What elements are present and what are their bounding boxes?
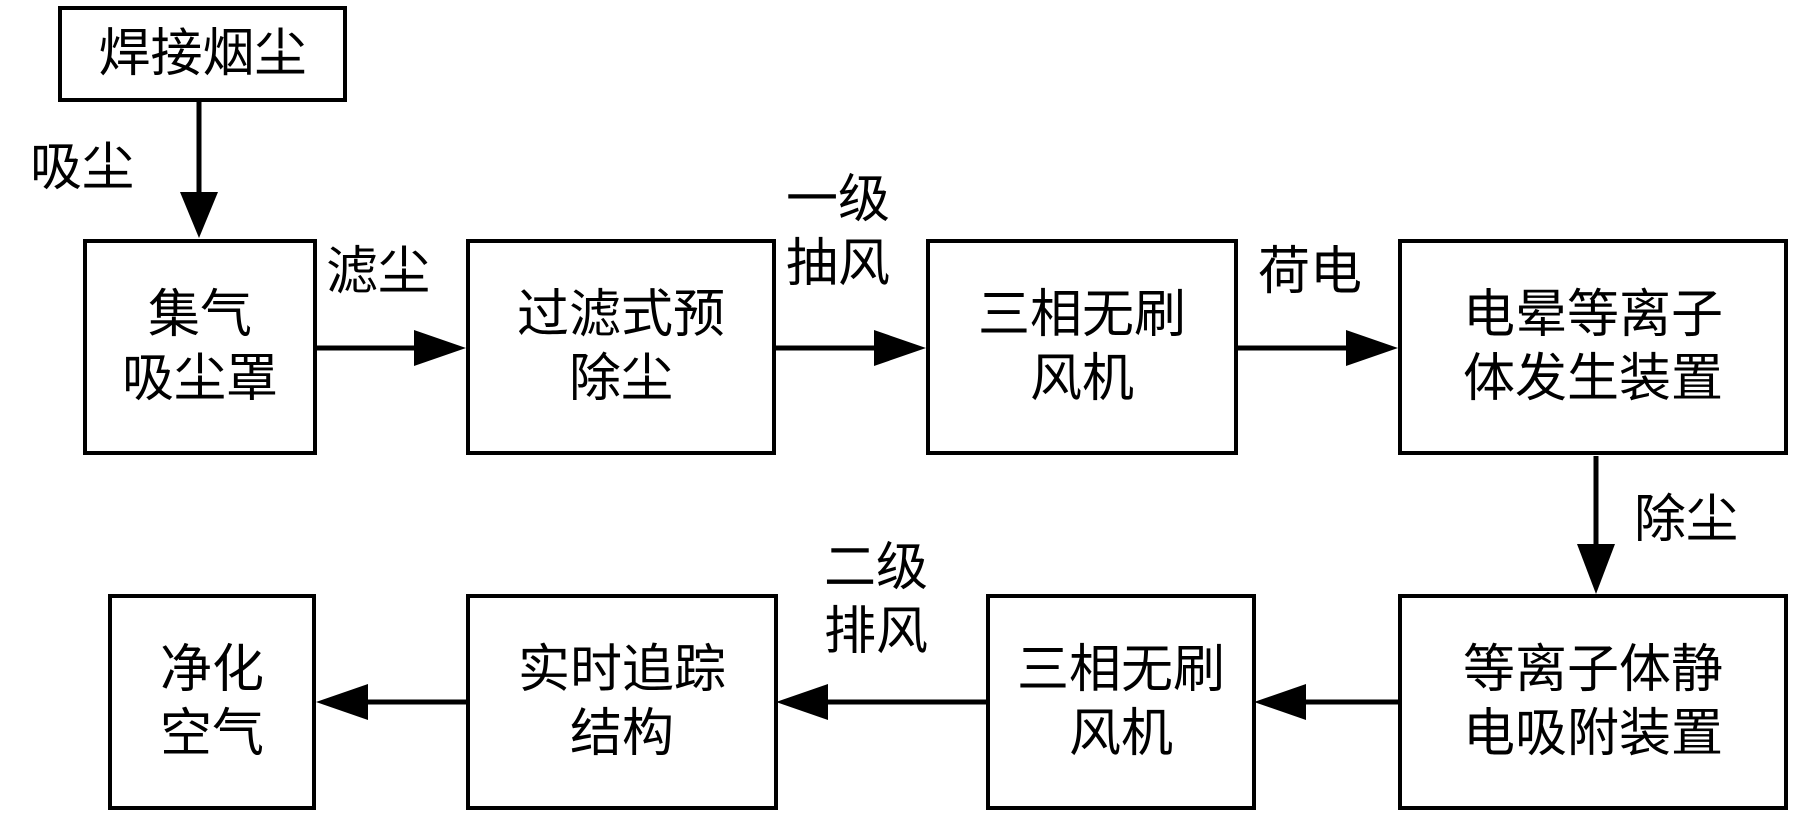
label-charge: 荷电 [1258,242,1363,302]
node-tracking: 实时追踪 结构 [466,594,778,810]
edge-remove-dust [1577,456,1615,594]
edge-suck-dust [180,100,218,238]
node-plasma-esp: 等离子体静 电吸附装置 [1398,594,1788,810]
label-filter-dust: 滤尘 [326,242,431,302]
edge-stage2-exhaust [776,684,986,720]
edge-filter-dust [315,330,466,366]
edge-stage1-exhaust [774,330,926,366]
node-welding-fume: 焊接烟尘 [58,6,347,102]
label-stage1-exhaust: 一级 抽风 [786,170,891,294]
node-fan-1: 三相无刷 风机 [926,239,1238,455]
edge-to-fan2 [1254,684,1400,720]
node-collector-hood: 集气 吸尘罩 [83,239,317,455]
node-filter-predust: 过滤式预 除尘 [466,239,776,455]
node-clean-air: 净化 空气 [108,594,316,810]
node-corona-plasma: 电晕等离子 体发生装置 [1398,239,1788,455]
label-stage2-exhaust: 二级 排风 [824,538,929,662]
edge-to-clean-air [316,684,466,720]
label-remove-dust: 除尘 [1634,490,1739,550]
edge-charge [1236,330,1398,366]
node-fan-2: 三相无刷 风机 [986,594,1256,810]
label-suck-dust: 吸尘 [30,138,135,198]
